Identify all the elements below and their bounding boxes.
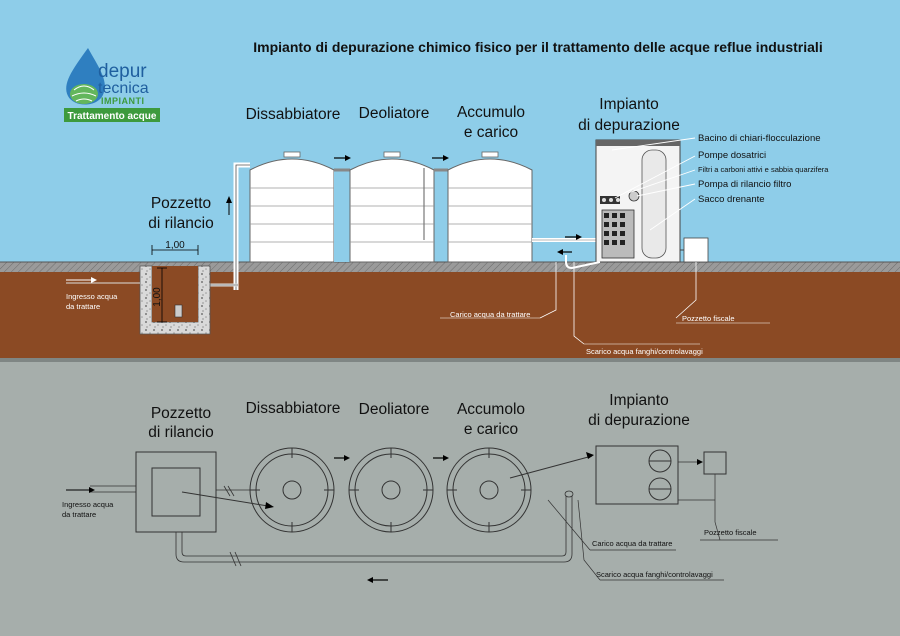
company-logo: depur tecnica IMPIANTI Trattamento acque: [64, 48, 160, 122]
tank-deoliatore: [349, 151, 435, 263]
callout-pompe-dosatrici: Pompe dosatrici: [698, 150, 766, 161]
plan-label-deoliatore: Deoliatore: [359, 401, 430, 418]
dimension-vertical: 1,00: [152, 287, 163, 307]
plan-label-di-depurazione: di depurazione: [588, 412, 690, 429]
plan-label-di-rilancio: di rilancio: [148, 424, 213, 441]
plan-background: [0, 362, 900, 636]
plan-carico-label: Carico acqua da trattare: [592, 539, 672, 548]
tank-dissabbiatore: [249, 151, 335, 263]
label-impianto: Impianto: [599, 96, 658, 113]
treatment-plant-unit: [595, 139, 681, 263]
callout-pompa-rilancio: Pompa di rilancio filtro: [698, 179, 791, 190]
plan-inlet-line1: Ingresso acqua: [62, 500, 114, 509]
plan-fiscale-label: Pozzetto fiscale: [704, 528, 757, 537]
separator-band: [0, 358, 900, 362]
plan-label-e-carico: e carico: [464, 421, 518, 438]
plan-label-dissabbiatore: Dissabbiatore: [246, 400, 341, 417]
diagram-title: Impianto di depurazione chimico fisico p…: [253, 39, 822, 55]
plan-treatment-plant: [595, 445, 679, 505]
label-accumulo: Accumulo: [457, 104, 525, 121]
plan-label-accumolo: Accumolo: [457, 401, 525, 418]
section-carico-label: Carico acqua da trattare: [450, 310, 530, 319]
callout-filtri: Filtri a carboni attivi e sabbia quarzif…: [698, 165, 829, 174]
section-inlet-line1: Ingresso acqua: [66, 292, 118, 301]
callout-bacino: Bacino di chiari-flocculazione: [698, 133, 821, 144]
plan-label-pozzetto: Pozzetto: [151, 405, 211, 422]
section-fiscale-label: Pozzetto fiscale: [682, 314, 735, 323]
ground-strip: [0, 262, 900, 272]
logo-text-depur: depur: [98, 61, 147, 82]
logo-tagline: Trattamento acque: [68, 111, 157, 122]
plan-label-impianto: Impianto: [609, 392, 668, 409]
dimension-horizontal: 1,00: [165, 240, 185, 251]
plan-tank-accumolo: [446, 447, 532, 533]
plan-inlet-line2: da trattare: [62, 510, 96, 519]
section-scarico-label: Scarico acqua fanghi/controlavaggi: [586, 347, 703, 356]
label-di-rilancio: di rilancio: [148, 215, 213, 232]
pozzetto-rilancio-section: [139, 265, 211, 335]
logo-text-tecnica: tecnica: [98, 80, 149, 97]
callout-sacco-drenante: Sacco drenante: [698, 194, 765, 205]
plan-tank-deoliatore: [348, 447, 434, 533]
tank-accumulo: [447, 151, 533, 263]
label-di-depurazione: di depurazione: [578, 117, 680, 134]
section-inlet-line2: da trattare: [66, 302, 100, 311]
label-pozzetto: Pozzetto: [151, 195, 211, 212]
logo-text-impianti: IMPIANTI: [101, 96, 145, 106]
plan-tank-dissabbiatore: [249, 447, 335, 533]
label-dissabbiatore: Dissabbiatore: [246, 106, 341, 123]
pozzetto-fiscale-box: [683, 237, 709, 263]
label-e-carico: e carico: [464, 124, 518, 141]
label-deoliatore: Deoliatore: [359, 105, 430, 122]
plan-scarico-label: Scarico acqua fanghi/controlavaggi: [596, 570, 713, 579]
